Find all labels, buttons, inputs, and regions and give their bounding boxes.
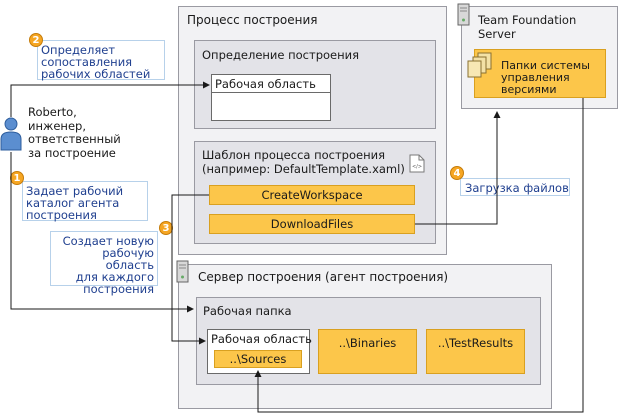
arrow-set-work-folder xyxy=(10,152,194,313)
person-label-line1: Roberto, xyxy=(28,105,77,119)
step-3-line2: рабочую область xyxy=(102,246,154,272)
step-3-note: Создает новую рабочую область для каждог… xyxy=(50,231,158,295)
step-3-line3: для каждого xyxy=(75,270,154,284)
folders-label-line3: версиями xyxy=(501,83,557,96)
version-control-folders-box xyxy=(474,49,606,98)
build-definition-title: Определение построения xyxy=(202,48,360,62)
build-process-title: Процесс построения xyxy=(187,13,318,27)
step-3-line4: построения xyxy=(83,282,154,296)
step-1-line1: Задает рабочий xyxy=(26,184,124,198)
person-label-line2: инженер, xyxy=(28,118,86,133)
person-label-line3: ответственный xyxy=(28,132,121,146)
step-4-note: Загрузка файлов xyxy=(460,178,570,196)
step-1-line2: каталог агента xyxy=(26,196,120,210)
arrow-files-to-sources xyxy=(254,98,584,413)
person-label: Roberto, инженер, ответственный за постр… xyxy=(28,105,121,160)
folders-label-line1: Папки системы xyxy=(501,59,590,72)
build-server-icon xyxy=(175,260,191,284)
definition-workspace-label: Рабочая область xyxy=(215,77,316,91)
person-icon xyxy=(0,117,22,151)
download-files-activity: DownloadFiles xyxy=(209,214,415,234)
process-template-title-line1: Шаблон процесса построения xyxy=(202,148,386,162)
arrow-define-mapping xyxy=(10,81,210,117)
arrow-create-workspace xyxy=(171,194,209,345)
sources-folder: ..\Sources xyxy=(214,350,302,368)
tfs-title-line2: Server xyxy=(478,27,516,41)
folders-icon xyxy=(466,51,494,79)
work-folder-title: Рабочая папка xyxy=(203,304,292,318)
xaml-file-icon: </> xyxy=(409,154,425,173)
server-icon xyxy=(456,3,472,27)
step-2-note: Определяет сопоставления рабочих областе… xyxy=(37,40,165,80)
tfs-title-line1: Team Foundation xyxy=(478,13,577,27)
binaries-folder: ..\Binaries xyxy=(318,329,417,374)
step-1-line3: построения xyxy=(26,208,97,222)
step-3-line1: Создает новую xyxy=(62,234,154,248)
step-2-badge: 2 xyxy=(29,33,43,47)
step-4-line1: Загрузка файлов xyxy=(465,181,569,195)
step-2-line1: Определяет xyxy=(41,43,116,57)
test-results-folder: ..\TestResults xyxy=(426,329,525,374)
step-2-line2: сопоставления xyxy=(41,55,133,69)
person-label-line4: за построение xyxy=(28,145,116,160)
arrow-download-request xyxy=(415,111,501,225)
agent-workspace-label: Рабочая область xyxy=(211,332,312,346)
step-2-line3: рабочих областей xyxy=(41,67,151,81)
definition-workspace-divider xyxy=(211,92,331,93)
step-4-badge: 4 xyxy=(450,166,464,180)
create-workspace-activity: CreateWorkspace xyxy=(209,185,415,205)
step-1-note: Задает рабочий каталог агента построения xyxy=(22,181,148,221)
definition-workspace-box xyxy=(211,74,331,121)
build-server-title: Сервер построения (агент построения) xyxy=(198,270,449,284)
svg-text:</>: </> xyxy=(412,164,422,170)
folders-label-line2: управления xyxy=(501,71,570,84)
process-template-title-line2: (например: DefaultTemplate.xaml) xyxy=(202,162,405,176)
